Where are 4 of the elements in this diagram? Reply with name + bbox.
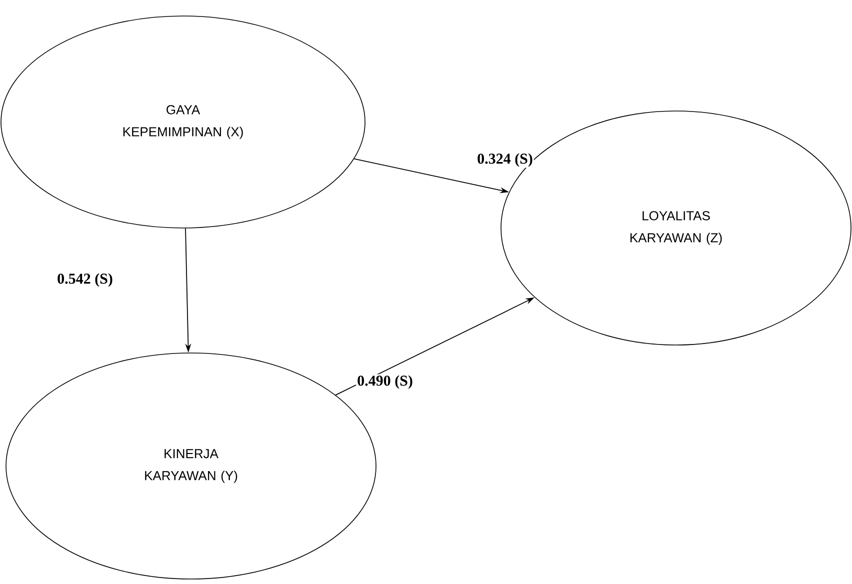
ellipse-node: GAYA KEPEMIMPINAN (X) (0, 16, 366, 228)
edge-label: 0.542 (S) (56, 272, 114, 288)
edge-label: 0.490 (S) (356, 374, 414, 390)
edge-label: 0.324 (S) (476, 152, 534, 168)
